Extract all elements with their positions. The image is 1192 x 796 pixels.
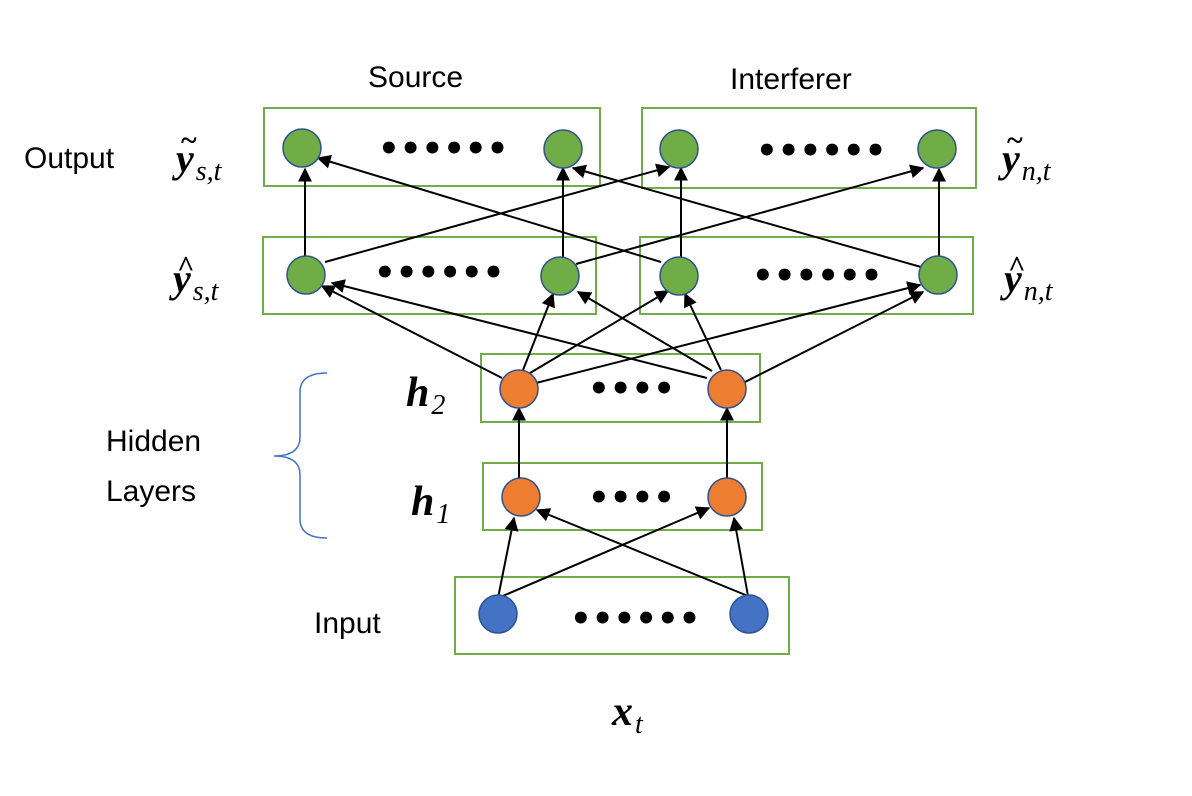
h2-label: h2	[406, 370, 445, 421]
hidden2-box	[480, 353, 761, 423]
output-source-box	[263, 107, 601, 187]
svg-text:^: ^	[177, 250, 194, 283]
interferer-label: Interferer	[730, 63, 852, 96]
svg-text:~: ~	[1006, 124, 1023, 157]
estimate-node	[918, 255, 958, 295]
hidden-layers-brace	[273, 372, 328, 539]
hidden2-ellipsis: ••••	[588, 369, 675, 409]
y-hat-n-label: yn,t ^	[1000, 250, 1054, 307]
output-node	[543, 129, 583, 169]
edges-yhat-ytilde	[298, 154, 946, 268]
x-t-label: xt	[611, 689, 644, 740]
input-node	[729, 594, 769, 634]
output-node	[659, 129, 699, 169]
output-interferer-box	[641, 107, 977, 189]
svg-text:ys,t: ys,t	[169, 256, 220, 307]
svg-text:yn,t: yn,t	[1000, 256, 1054, 307]
h1-label: h1	[411, 479, 450, 530]
input-nodes	[478, 594, 769, 634]
output-interferer-ellipsis: ••••••	[756, 131, 886, 171]
y-tilde-s-label: ys,t ~	[172, 124, 223, 187]
svg-text:xt: xt	[611, 689, 644, 740]
output-source-ellipsis: ••••••	[378, 129, 508, 169]
estimate-node	[540, 256, 580, 296]
source-label: Source	[368, 61, 463, 94]
svg-text:yn,t: yn,t	[998, 136, 1052, 187]
svg-text:h2: h2	[406, 370, 445, 421]
edges-h2-yhat	[320, 279, 925, 384]
edges-h1-h2	[512, 406, 734, 478]
estimate-source-box	[262, 236, 597, 315]
hidden1-ellipsis: ••••	[588, 478, 675, 518]
hidden1-node	[501, 477, 541, 517]
hidden1-node	[707, 477, 747, 517]
layers-label: Layers	[106, 475, 196, 508]
hidden-nodes	[499, 369, 747, 517]
hidden1-box	[482, 462, 763, 531]
y-hat-s-label: ys,t ^	[169, 250, 220, 307]
estimate-nodes	[286, 255, 958, 296]
output-node	[917, 129, 957, 169]
y-tilde-n-label: yn,t ~	[998, 124, 1052, 187]
hidden2-node	[499, 369, 539, 409]
output-node	[282, 128, 322, 168]
edges-input-h1	[497, 506, 749, 599]
output-nodes	[282, 128, 957, 169]
input-ellipsis: ••••••	[570, 599, 700, 639]
hidden2-node	[707, 369, 747, 409]
hidden-label: Hidden	[106, 425, 201, 458]
estimate-interferer-ellipsis: ••••••	[752, 256, 882, 296]
input-label: Input	[314, 607, 381, 640]
svg-text:h1: h1	[411, 479, 450, 530]
svg-text:ys,t: ys,t	[172, 136, 223, 187]
output-label: Output	[24, 142, 115, 175]
estimate-source-ellipsis: ••••••	[374, 253, 504, 293]
estimate-node	[286, 255, 326, 295]
input-box	[454, 576, 790, 655]
input-node	[478, 594, 518, 634]
estimate-node	[659, 256, 699, 296]
svg-text:~: ~	[180, 124, 197, 157]
svg-text:^: ^	[1008, 250, 1025, 283]
